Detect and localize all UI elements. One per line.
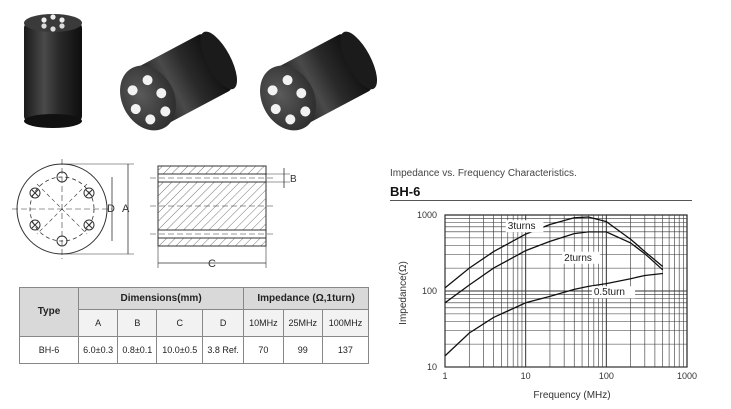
col-25mhz: 25MHz xyxy=(282,309,323,337)
dimension-drawing: D A C B xyxy=(12,159,297,270)
cell-type: BH-6 xyxy=(19,335,79,365)
ferrite-core-tilted-photo-1 xyxy=(120,31,238,131)
chart-grid xyxy=(444,214,688,368)
x-tick-label: 1000 xyxy=(677,371,697,381)
table-row: BH-6 6.0±0.3 0.8±0.1 10.0±0.5 3.8 Ref. 7… xyxy=(19,335,370,365)
cell-b: 0.8±0.1 xyxy=(117,335,158,365)
col-10mhz: 10MHz xyxy=(243,309,284,337)
model-underline xyxy=(390,200,692,201)
y-axis-label: Impedance(Ω) xyxy=(398,261,409,325)
ferrite-core-tilted-photo-2 xyxy=(260,31,378,131)
series-label: 3turns xyxy=(508,221,536,232)
dim-label-a: A xyxy=(122,203,130,215)
series-label-bg xyxy=(505,220,544,233)
y-tick-label: 10 xyxy=(427,362,437,372)
col-d: D xyxy=(201,309,245,337)
cell-c: 10.0±0.5 xyxy=(156,335,203,365)
col-100mhz: 100MHz xyxy=(321,309,370,337)
dim-label-d: D xyxy=(107,203,115,215)
col-c: C xyxy=(156,309,203,337)
dim-label-b: B xyxy=(290,174,297,185)
y-tick-label: 100 xyxy=(422,286,437,296)
col-a: A xyxy=(77,309,119,337)
spec-table: Type Dimensions(mm) Impedance (Ω,1turn) … xyxy=(19,286,370,365)
cell-a: 6.0±0.3 xyxy=(77,335,119,365)
dim-label-c: C xyxy=(208,258,216,270)
dimensions-header: Dimensions(mm) xyxy=(77,286,245,311)
cell-d: 3.8 Ref. xyxy=(201,335,245,365)
series-line-2turns xyxy=(444,231,664,304)
series-label: 0.5turn xyxy=(594,287,625,298)
x-tick-label: 10 xyxy=(521,371,531,381)
x-axis-label: Frequency (MHz) xyxy=(533,390,610,401)
end-view xyxy=(12,159,134,259)
product-photos xyxy=(24,14,378,131)
type-header: Type xyxy=(19,287,79,337)
series-label: 2turns xyxy=(564,253,592,264)
x-tick-label: 100 xyxy=(599,371,614,381)
series-line-05turn xyxy=(444,272,663,357)
cell-z25: 99 xyxy=(282,335,323,365)
y-tick-label: 1000 xyxy=(417,210,437,220)
col-b: B xyxy=(117,309,158,337)
impedance-header: Impedance (Ω,1turn) xyxy=(243,286,369,311)
cell-z10: 70 xyxy=(243,335,284,365)
series-line-3turns xyxy=(444,216,664,289)
x-tick-label: 1 xyxy=(442,371,447,381)
series-label-bg xyxy=(591,286,636,299)
chart-model-label: BH-6 xyxy=(390,184,421,199)
cell-z100: 137 xyxy=(321,335,370,365)
chart-series: 3turns 2turns 0.5turn xyxy=(444,216,664,357)
ferrite-core-standing-photo xyxy=(24,14,82,128)
series-label-bg xyxy=(562,251,600,264)
side-view xyxy=(150,165,290,268)
chart-heading: Impedance vs. Frequency Characteristics. xyxy=(390,168,577,179)
chart-ticks: 1 10 100 1000 10 100 1000 xyxy=(417,210,697,381)
